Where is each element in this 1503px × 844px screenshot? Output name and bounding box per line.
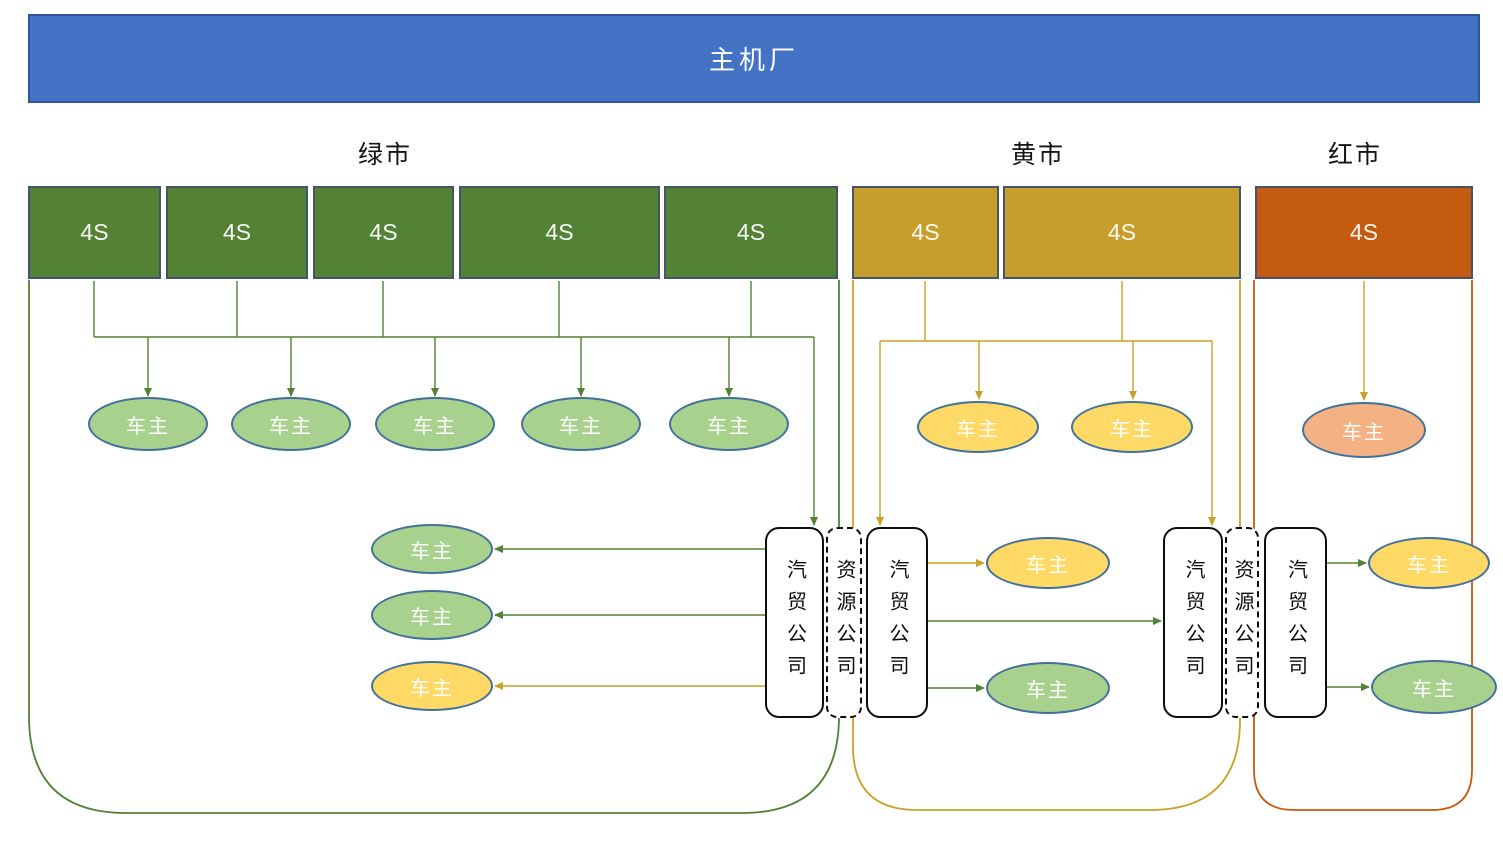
owner-ellipse: 车主	[1371, 660, 1497, 714]
owner-ellipse: 车主	[88, 397, 208, 451]
owner-ellipse: 车主	[1368, 537, 1490, 589]
store-4s: 4S	[1255, 186, 1473, 279]
trade-company-box: 汽贸公司	[765, 527, 824, 718]
resource-company-box: 资源公司	[1225, 527, 1259, 718]
market-label-green: 绿市	[357, 141, 412, 169]
owner-ellipse: 车主	[1302, 402, 1426, 458]
owner-ellipse: 车主	[1071, 401, 1193, 453]
owner-ellipse: 车主	[375, 397, 495, 451]
owner-ellipse: 车主	[371, 590, 493, 640]
owner-ellipse: 车主	[917, 401, 1039, 453]
owner-ellipse: 车主	[669, 397, 789, 451]
owner-ellipse: 车主	[521, 397, 641, 451]
store-4s: 4S	[1003, 186, 1241, 279]
trade-company-label: 汽贸公司	[783, 558, 806, 687]
store-4s: 4S	[459, 186, 660, 279]
trade-company-label: 汽贸公司	[886, 558, 908, 687]
market-label-red: 红市	[1327, 141, 1382, 169]
trade-company-box: 汽贸公司	[866, 527, 928, 718]
trade-company-label: 汽贸公司	[1284, 558, 1307, 687]
store-4s: 4S	[664, 186, 838, 279]
connectors-green	[93, 281, 1370, 692]
owner-ellipse: 车主	[231, 397, 351, 451]
owner-ellipse: 车主	[371, 524, 493, 574]
resource-company-label: 资源公司	[833, 558, 855, 687]
store-4s: 4S	[166, 186, 308, 279]
resource-company-box: 资源公司	[826, 527, 862, 718]
store-4s: 4S	[852, 186, 999, 279]
market-outline-red	[1253, 280, 1473, 811]
resource-company-label: 资源公司	[1231, 558, 1253, 687]
trade-company-label: 汽贸公司	[1182, 558, 1204, 687]
trade-company-box: 汽贸公司	[1163, 527, 1223, 718]
store-4s: 4S	[28, 186, 161, 279]
market-outline-green	[28, 280, 840, 814]
store-4s: 4S	[313, 186, 454, 279]
owner-ellipse: 车主	[986, 537, 1110, 589]
connectors-gold	[494, 281, 1368, 690]
market-label-yellow: 黄市	[1010, 141, 1065, 169]
factory-box: 主机厂	[28, 14, 1480, 103]
owner-ellipse: 车主	[986, 662, 1110, 714]
market-outline-yellow	[852, 280, 1241, 811]
trade-company-box: 汽贸公司	[1264, 527, 1327, 718]
owner-ellipse: 车主	[371, 661, 493, 711]
